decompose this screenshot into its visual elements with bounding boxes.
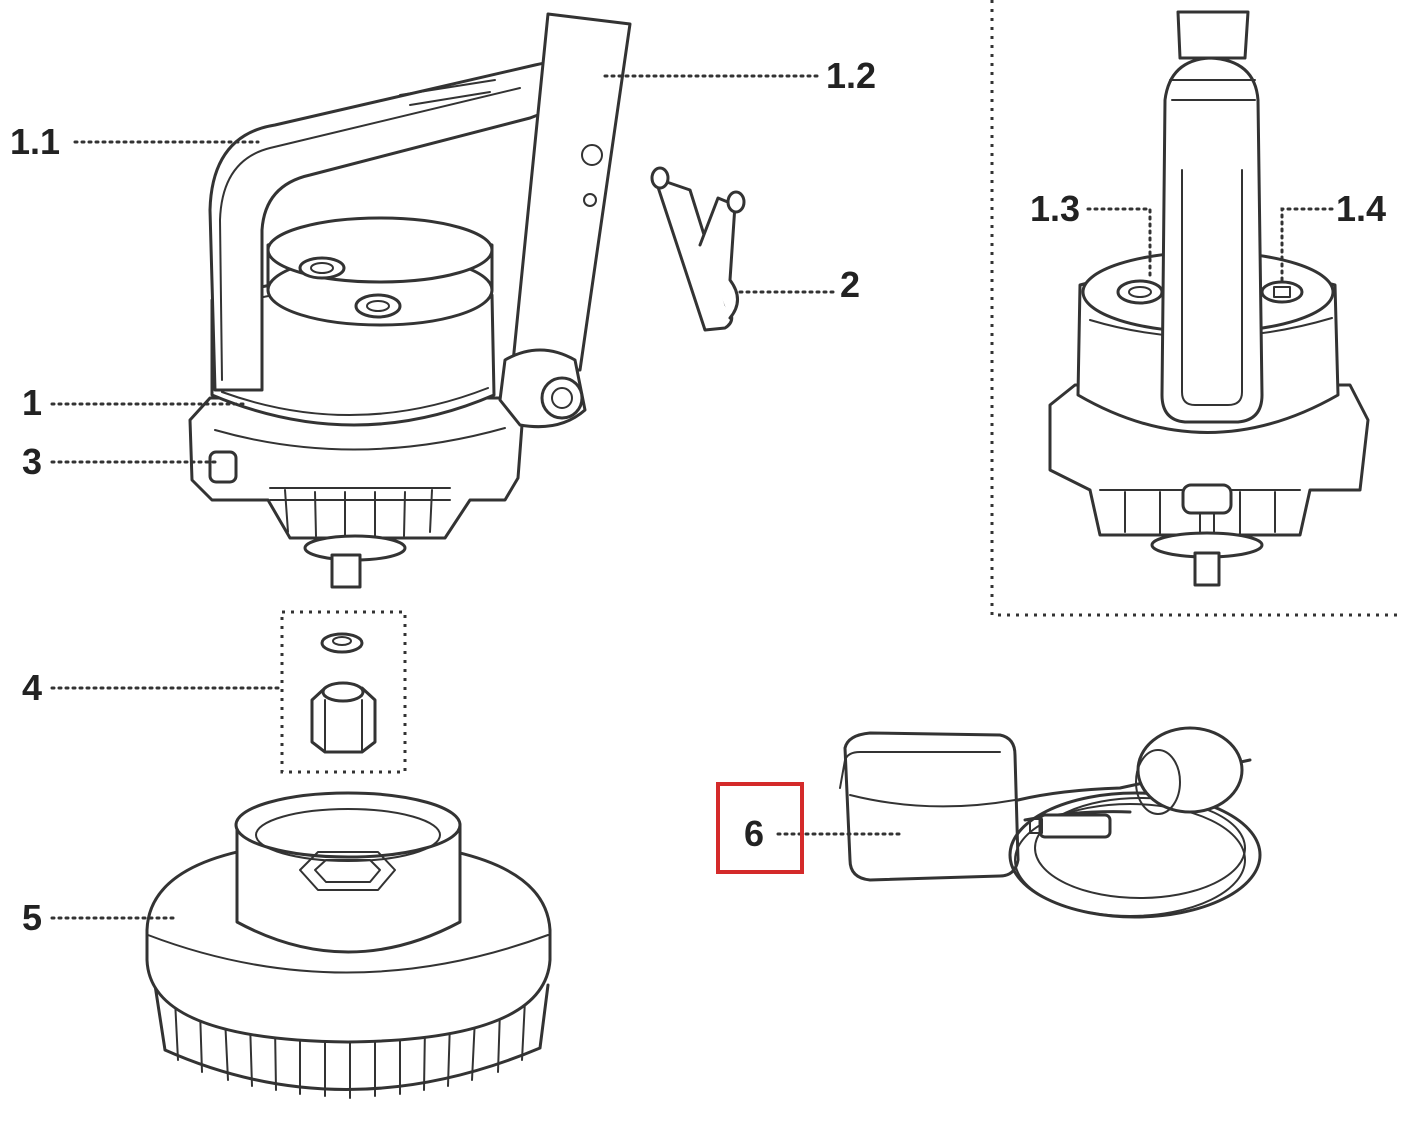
callout-label-1-1: 1.1 [10,121,60,162]
tool-main-body [188,12,632,589]
callout-label-3: 3 [22,441,42,482]
leader-1-3 [1086,207,1152,282]
scrub-brush [145,791,552,1099]
callout-label-6: 6 [744,813,764,854]
callout-label-1: 1 [22,382,42,423]
nut-washer-kit [280,610,407,774]
tool-detail-view [1048,10,1370,587]
highlight-box-6 [716,782,804,874]
callout-label-5: 5 [22,897,42,938]
clip-part [650,166,746,332]
callout-label-4: 4 [22,667,42,708]
callout-label-1-4: 1.4 [1336,188,1386,229]
callout-label-2: 2 [840,264,860,305]
charger-adapter [839,726,1262,919]
callout-label-1-2: 1.2 [826,55,876,96]
leader-1-4 [1280,207,1334,282]
detail-view-frame [990,0,1402,617]
callout-label-1-3: 1.3 [1030,188,1080,229]
